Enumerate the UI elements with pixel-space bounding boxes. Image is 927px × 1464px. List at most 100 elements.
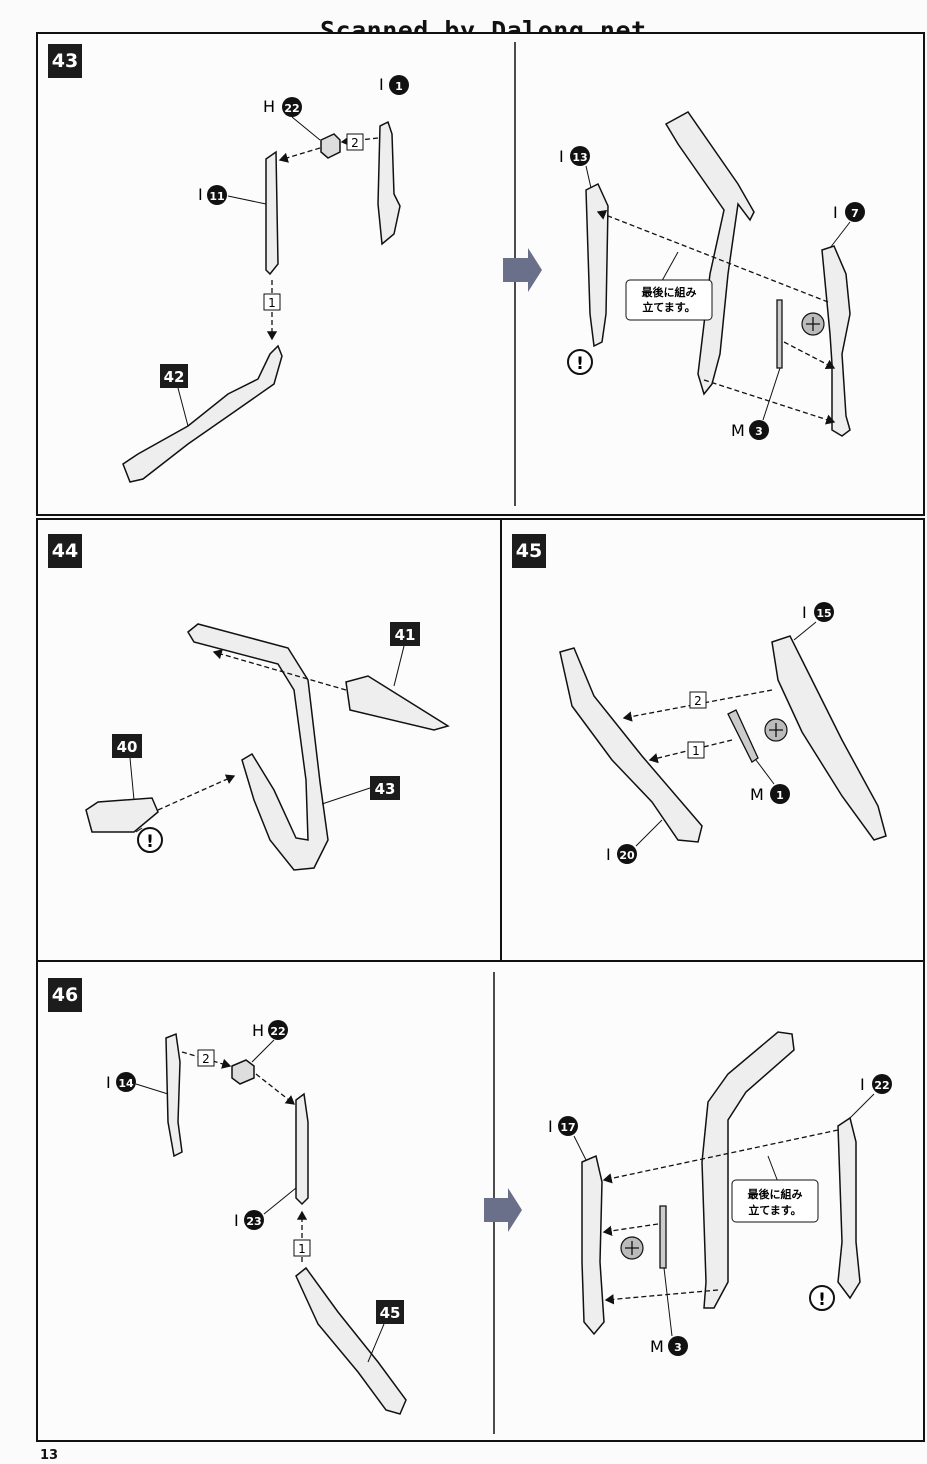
step-45-panel: 45 2 1 I 15 M 1 I 20 [500, 518, 925, 962]
part-I1-drawing [377, 120, 401, 246]
part-I15-drawing [771, 635, 887, 841]
label-letter: M [650, 1337, 664, 1356]
part-H22-drawing [231, 1059, 255, 1085]
label-letter: I [379, 75, 384, 94]
step-43-diagram: 最後に組み 立てます。 ! I 1 H 22 I 11 2 1 42 I [122, 42, 865, 506]
part-id-badge: 11 [209, 190, 224, 203]
reference-badge [160, 364, 188, 388]
order-number: 1 [298, 1242, 306, 1256]
part-id-badge: 14 [118, 1077, 134, 1090]
order-badge [687, 741, 705, 759]
reference-badge [390, 622, 420, 646]
part-id-badge: 22 [270, 1025, 285, 1038]
part-id-badge: 7 [851, 207, 859, 220]
next-step-arrow [503, 248, 542, 292]
label-letter: H [252, 1021, 264, 1040]
label-letter: I [234, 1211, 239, 1230]
assemble-last-note [731, 1179, 819, 1223]
page-number: 13 [40, 1448, 59, 1463]
reference-badge [112, 734, 142, 758]
label-letter: I [106, 1073, 111, 1092]
part-40-drawing [85, 797, 159, 833]
ref-number: 42 [164, 368, 185, 386]
caution-icon [567, 349, 593, 375]
assembled-arm-drawing [701, 1031, 795, 1309]
order-badge [263, 293, 281, 311]
part-I22-drawing [837, 1116, 861, 1300]
step-46-diagram: 2 1 H 22 I 14 I 23 45 最後に組み [106, 972, 892, 1434]
part-id-badge: 3 [755, 425, 763, 438]
part-M1-drawing [727, 709, 759, 763]
ref-number: 43 [375, 780, 396, 798]
next-step-arrow [484, 1188, 522, 1232]
part-I7-drawing [821, 245, 851, 437]
ref-number: 41 [395, 626, 416, 644]
part-I11-drawing [265, 150, 279, 276]
order-number: 2 [694, 694, 702, 708]
ref-number: 40 [117, 738, 138, 756]
step-44-diagram: 41 40 43 ! [85, 622, 450, 871]
label-letter: I [802, 603, 807, 622]
step-46-panel: 46 2 1 H 22 I 14 I [36, 960, 925, 1442]
caution-mark: ! [818, 1290, 826, 1310]
part-id-badge: 1 [776, 789, 784, 802]
reference-badge [376, 1300, 404, 1324]
order-badge [197, 1049, 215, 1067]
part-id-badge: 23 [246, 1215, 261, 1228]
part-I13-drawing [585, 182, 609, 348]
step-number: 46 [48, 978, 82, 1012]
part-I14-drawing [165, 1032, 183, 1158]
assembly-42-drawing [122, 344, 283, 483]
step-44-panel: 44 41 40 43 ! [36, 518, 502, 962]
label-letter: I [548, 1117, 553, 1136]
part-M3-drawing [659, 1205, 667, 1269]
label-letter: I [559, 147, 564, 166]
part-id-badge: 22 [284, 102, 299, 115]
part-id-badge: 15 [816, 607, 831, 620]
part-I23-drawing [295, 1092, 309, 1206]
ref-number: 45 [380, 1304, 401, 1322]
assemble-last-note [625, 279, 713, 321]
caution-icon [809, 1285, 835, 1311]
label-letter: I [606, 845, 611, 864]
step-number: 45 [512, 534, 546, 568]
caution-icon [137, 827, 163, 853]
part-id-badge: 20 [619, 849, 635, 862]
reference-badge [370, 776, 400, 800]
part-I20-drawing [559, 647, 703, 843]
order-number: 1 [692, 744, 700, 758]
part-H22-drawing [320, 133, 341, 159]
step-43-panel: 43 [36, 32, 925, 516]
note-line2: 立てます。 [642, 300, 695, 314]
part-41-drawing [345, 675, 450, 731]
part-id-badge: 17 [560, 1121, 575, 1134]
caution-mark: ! [576, 354, 584, 374]
label-letter: I [860, 1075, 865, 1094]
order-number: 2 [351, 136, 359, 150]
caution-mark: ! [146, 832, 154, 852]
order-badge [689, 691, 707, 709]
order-badge [346, 133, 364, 151]
note-line1: 最後に組み [748, 1187, 803, 1201]
label-letter: M [731, 421, 745, 440]
part-id-badge: 1 [395, 80, 403, 93]
label-letter: M [750, 785, 764, 804]
assembled-arm-drawing [664, 111, 755, 396]
step-number: 43 [48, 44, 82, 78]
order-badge [293, 1239, 311, 1257]
step-45-diagram: 2 1 I 15 M 1 I 20 [559, 602, 887, 864]
note-line2: 立てます。 [748, 1203, 801, 1217]
part-id-badge: 13 [572, 151, 587, 164]
order-number: 1 [268, 296, 276, 310]
label-letter: I [833, 203, 838, 222]
label-letter: I [198, 185, 203, 204]
part-id-badge: 22 [874, 1079, 889, 1092]
part-M3-drawing [776, 299, 783, 369]
order-number: 2 [202, 1052, 210, 1066]
assembly-45-drawing [295, 1266, 407, 1415]
part-id-badge: 3 [674, 1341, 682, 1354]
label-letter: H [263, 97, 275, 116]
step-number: 44 [48, 534, 82, 568]
assembly-43-drawing [187, 623, 329, 871]
